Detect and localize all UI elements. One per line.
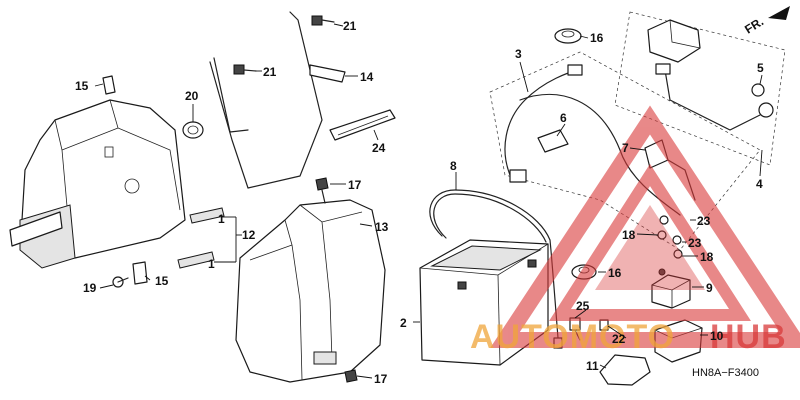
rubber-band-24: [329, 109, 396, 141]
callout-18: 18: [622, 228, 636, 242]
callout-9: 9: [706, 281, 713, 295]
grommet-15a: [102, 75, 116, 95]
callout-4: 4: [756, 177, 763, 191]
rubber-strip-1a: [189, 207, 225, 224]
clamp-20: [182, 121, 204, 139]
starter-relay: [651, 268, 691, 309]
bolt-21b: [233, 64, 257, 75]
fuse-holder: [537, 129, 569, 153]
bolt-21a: [311, 15, 335, 26]
arrow-icon: [768, 6, 790, 20]
nut-23a: [659, 215, 669, 225]
callout-23: 23: [688, 236, 702, 250]
callout-16: 16: [590, 31, 604, 45]
callout-13: 13: [375, 220, 389, 234]
callout-2: 2: [400, 316, 407, 330]
nut-5: [751, 83, 765, 97]
nut-23b: [672, 235, 682, 245]
battery-cover: [235, 199, 386, 383]
callout-21: 21: [343, 19, 357, 33]
bolt-19: [112, 276, 129, 288]
callout-labels: 15 15 19 20 1 1 12 21 21 14 24 17 13 17 …: [75, 19, 764, 386]
callout-7: 7: [622, 141, 629, 155]
watermark-logo: [490, 105, 800, 348]
watermark-text: AUTOMOTO HUB: [470, 318, 787, 356]
relay-cover: [614, 11, 786, 166]
leader-lines: [94, 23, 763, 379]
bolt-17b: [344, 369, 358, 383]
svg-text:HUB: HUB: [710, 318, 787, 356]
callout-14: 14: [360, 70, 374, 84]
front-direction-arrow: FR.: [742, 6, 790, 37]
callout-1: 1: [218, 212, 225, 226]
callout-20: 20: [185, 89, 199, 103]
callout-17: 17: [348, 178, 362, 192]
callout-12: 12: [242, 228, 256, 242]
callout-3: 3: [515, 47, 522, 61]
bolt-18b: [673, 249, 683, 259]
callout-17: 17: [374, 372, 388, 386]
battery-holder-wire: [209, 11, 323, 189]
svg-text:AUTOMOTO: AUTOMOTO: [470, 318, 675, 356]
bolt-17a: [315, 177, 329, 204]
callout-15: 15: [155, 274, 169, 288]
grommet-15b: [132, 261, 148, 285]
callout-10: 10: [710, 329, 724, 343]
callout-16: 16: [608, 266, 622, 280]
callout-21: 21: [263, 65, 277, 79]
callout-1: 1: [208, 257, 215, 271]
grommet-16a: [554, 28, 582, 44]
bracket-14: [309, 64, 346, 83]
callout-18: 18: [700, 250, 714, 264]
callout-11: 11: [586, 359, 599, 373]
bracket-11: [599, 354, 651, 386]
callout-24: 24: [372, 141, 386, 155]
callout-8: 8: [450, 159, 457, 173]
svg-text:FR.: FR.: [742, 14, 766, 36]
callout-25: 25: [576, 299, 590, 313]
starter-cable: [489, 51, 761, 251]
callout-15: 15: [75, 79, 89, 93]
drawing-code: HN8A−F3400: [692, 367, 759, 379]
callout-6: 6: [560, 111, 567, 125]
callout-22: 22: [612, 332, 626, 346]
callout-19: 19: [83, 281, 97, 295]
callout-5: 5: [757, 61, 764, 75]
battery-case: [9, 99, 186, 269]
callout-23: 23: [697, 214, 711, 228]
rubber-strip-1b: [177, 251, 215, 269]
